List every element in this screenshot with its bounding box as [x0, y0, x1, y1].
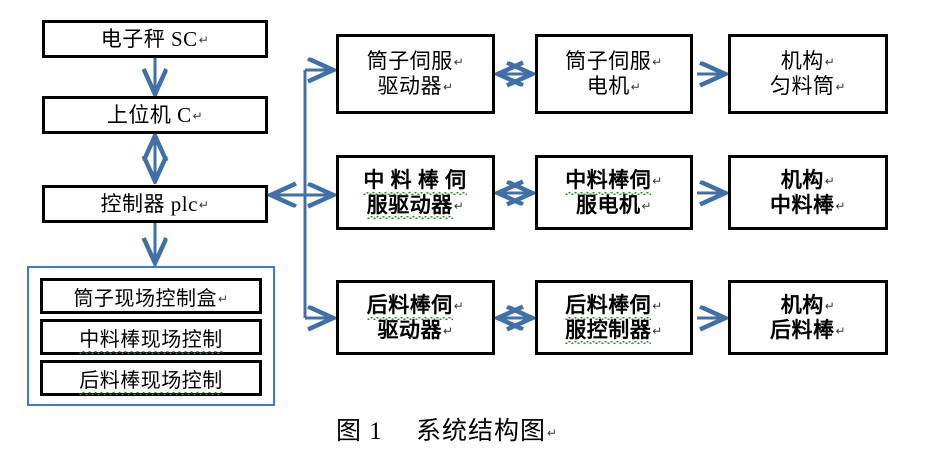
node-drum-field-control-box-label: 筒子现场控制盒 — [73, 287, 217, 310]
paragraph-mark: ↵ — [453, 198, 465, 213]
node-drum-field-control-box[interactable]: 筒子现场控制盒↵ — [40, 278, 262, 314]
paragraph-mark: ↵ — [824, 298, 836, 313]
node-rear-rod-servo-driver-line1: 后料棒伺 — [366, 292, 453, 320]
paragraph-mark: ↵ — [652, 323, 663, 338]
node-mid-rod-servo-motor-line2: 服电机 — [575, 192, 641, 217]
node-host-pc-label: 上位机 C — [106, 102, 192, 127]
node-drum-servo-driver[interactable]: 筒子伺服↵ 驱动器↵ — [336, 34, 495, 114]
node-mid-rod-mechanism-line1: 机构 — [780, 167, 824, 192]
paragraph-mark: ↵ — [453, 55, 465, 70]
node-drum-mechanism-line1: 机构 — [780, 49, 824, 74]
paragraph-mark: ↵ — [453, 298, 465, 313]
paragraph-mark: ↵ — [652, 298, 663, 313]
node-rear-rod-servo-driver[interactable]: 后料棒伺↵ 驱动器↵ — [336, 280, 495, 355]
node-mid-rod-servo-driver-line2: 服驱动器 — [366, 192, 453, 220]
node-drum-mechanism-line2: 匀料筒 — [769, 74, 835, 98]
figure-caption: 图 1 系统结构图↵ — [336, 411, 558, 447]
paragraph-mark: ↵ — [641, 198, 653, 213]
figure-caption-text: 图 1 系统结构图 — [336, 418, 547, 445]
node-mid-rod-servo-motor-line1: 中料棒伺 — [565, 167, 652, 195]
node-mid-rod-mechanism[interactable]: 机构↵ 中料棒↵ — [728, 155, 888, 230]
paragraph-mark: ↵ — [824, 55, 836, 70]
node-rear-rod-mechanism[interactable]: 机构↵ 后料棒↵ — [728, 280, 888, 355]
node-scale-label: 电子秤 SC — [100, 26, 198, 51]
paragraph-mark: ↵ — [652, 55, 663, 70]
node-rear-rod-field-control[interactable]: 后料棒现场控制 — [40, 360, 262, 396]
node-mid-rod-servo-driver[interactable]: 中 料 棒 伺 服驱动器↵ — [336, 155, 495, 230]
node-controller-plc-label: 控制器 plc — [100, 191, 198, 216]
node-mid-rod-mechanism-line2: 中料棒 — [769, 192, 835, 217]
paragraph-mark — [467, 174, 468, 188]
node-drum-servo-motor-line2: 电机 — [586, 74, 630, 98]
paragraph-mark: ↵ — [198, 32, 210, 47]
node-rear-rod-mechanism-line2: 后料棒 — [769, 317, 835, 342]
node-mid-rod-field-control[interactable]: 中料棒现场控制 — [40, 319, 262, 355]
paragraph-mark: ↵ — [835, 80, 847, 94]
paragraph-mark: ↵ — [652, 173, 663, 188]
paragraph-mark: ↵ — [192, 108, 204, 123]
node-drum-mechanism[interactable]: 机构↵ 匀料筒↵ — [728, 34, 888, 114]
node-rear-rod-field-control-label: 后料棒现场控制 — [79, 364, 223, 395]
node-mid-rod-field-control-label: 中料棒现场控制 — [79, 323, 223, 354]
node-mid-rod-servo-motor[interactable]: 中料棒伺↵ 服电机↵ — [535, 155, 693, 230]
paragraph-mark: ↵ — [630, 80, 642, 94]
node-rear-rod-servo-controller-line2: 服控制器 — [565, 317, 652, 345]
paragraph-mark: ↵ — [835, 198, 847, 213]
node-scale[interactable]: 电子秤 SC↵ — [42, 20, 268, 58]
node-drum-servo-motor[interactable]: 筒子伺服↵ 电机↵ — [535, 34, 693, 114]
paragraph-mark: ↵ — [217, 291, 229, 306]
node-drum-servo-driver-line1: 筒子伺服 — [366, 49, 453, 74]
node-rear-rod-servo-driver-line2: 驱动器 — [377, 317, 442, 342]
paragraph-mark: ↵ — [824, 173, 836, 188]
node-mid-rod-servo-driver-line1: 中 料 棒 伺 — [363, 167, 467, 195]
node-controller-plc[interactable]: 控制器 plc↵ — [42, 185, 268, 223]
paragraph-mark: ↵ — [835, 323, 847, 338]
paragraph-mark: ↵ — [198, 197, 210, 212]
paragraph-mark: ↵ — [547, 426, 559, 440]
paragraph-mark: ↵ — [442, 80, 454, 94]
paragraph-mark: ↵ — [442, 323, 454, 338]
node-drum-servo-motor-line1: 筒子伺服 — [565, 49, 652, 74]
node-rear-rod-servo-controller[interactable]: 后料棒伺↵ 服控制器↵ — [535, 280, 693, 355]
node-drum-servo-driver-line2: 驱动器 — [377, 74, 442, 98]
node-rear-rod-mechanism-line1: 机构 — [780, 292, 824, 317]
node-host-pc[interactable]: 上位机 C↵ — [42, 96, 268, 134]
node-rear-rod-servo-controller-line1: 后料棒伺 — [565, 292, 652, 320]
field-control-group: 筒子现场控制盒↵ 中料棒现场控制 后料棒现场控制 — [27, 266, 275, 406]
